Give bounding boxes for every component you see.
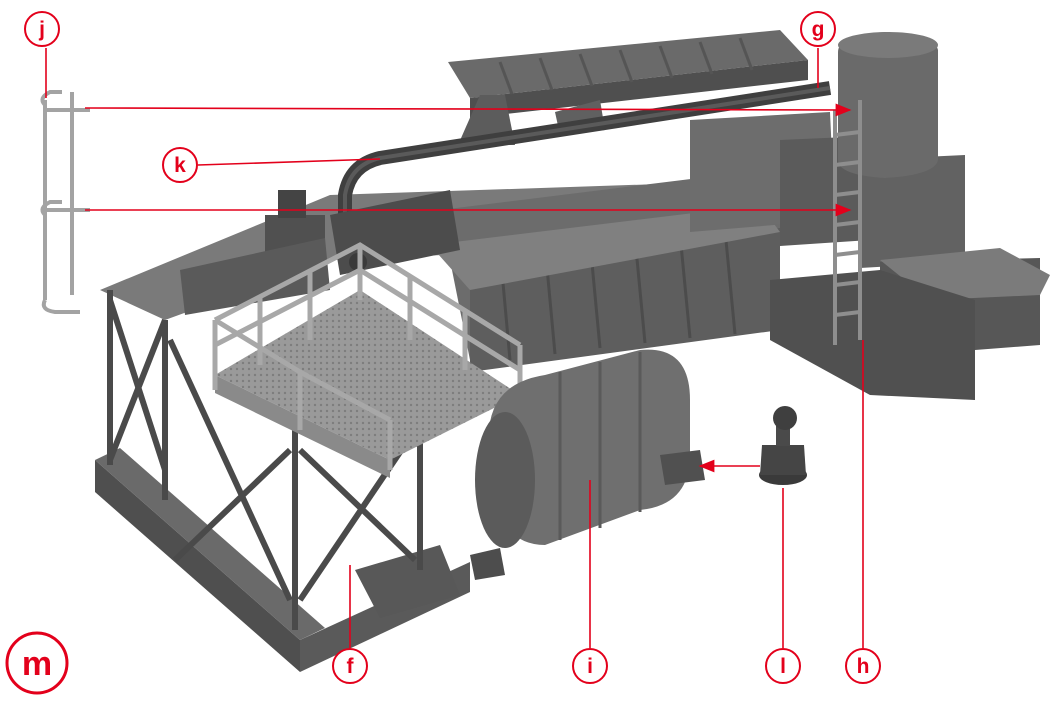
callout-f: f [332, 648, 368, 684]
screen-deck-slats [498, 37, 754, 95]
spare-part-body [760, 445, 806, 475]
section-marker-m: m [5, 631, 69, 695]
callout-j: j [24, 11, 60, 47]
lower-platform [770, 270, 975, 400]
engine-exhaust [278, 190, 306, 218]
leader-k [197, 158, 381, 166]
screen-deck [448, 30, 808, 98]
base-plinth-top [95, 448, 325, 640]
leader-lines [45, 48, 864, 648]
section-marker-label: m [22, 645, 52, 683]
trommel-foot [470, 548, 505, 580]
platform-deck [215, 290, 520, 460]
base-plinth-left [95, 460, 300, 672]
callout-h: h [845, 648, 881, 684]
callouts: j g k f i l h m [5, 11, 881, 695]
callout-k: k [162, 147, 198, 183]
callout-k-label: k [174, 154, 186, 177]
callout-l: l [765, 648, 801, 684]
feed-pipe-highlight [343, 86, 831, 230]
callout-h-label: h [857, 655, 870, 678]
hopper-base [355, 545, 460, 618]
water-tower-body [838, 32, 938, 178]
engine-block-b [180, 238, 330, 315]
tank-ladder [833, 100, 862, 345]
plant-model [40, 30, 1050, 672]
leader-j-to-ladder-upper [84, 103, 852, 117]
callout-g: g [800, 11, 836, 47]
callout-f-label: f [347, 655, 355, 678]
side-tank [860, 155, 965, 268]
lattice-frame [107, 290, 423, 630]
screen-deck-side [470, 60, 808, 118]
trommel-bands [558, 352, 642, 540]
callout-j-label: j [38, 18, 45, 41]
water-tower-top [838, 32, 938, 58]
spare-ladder [40, 90, 90, 314]
callout-i: i [572, 648, 608, 684]
callout-i-label: i [587, 655, 593, 678]
callout-l-label: l [780, 655, 786, 678]
trommel-cradle [660, 450, 705, 485]
trommel-drum-end [475, 412, 535, 548]
platform-railing [212, 242, 523, 470]
callout-g-label: g [812, 18, 825, 41]
spare-part-valve [773, 406, 797, 430]
